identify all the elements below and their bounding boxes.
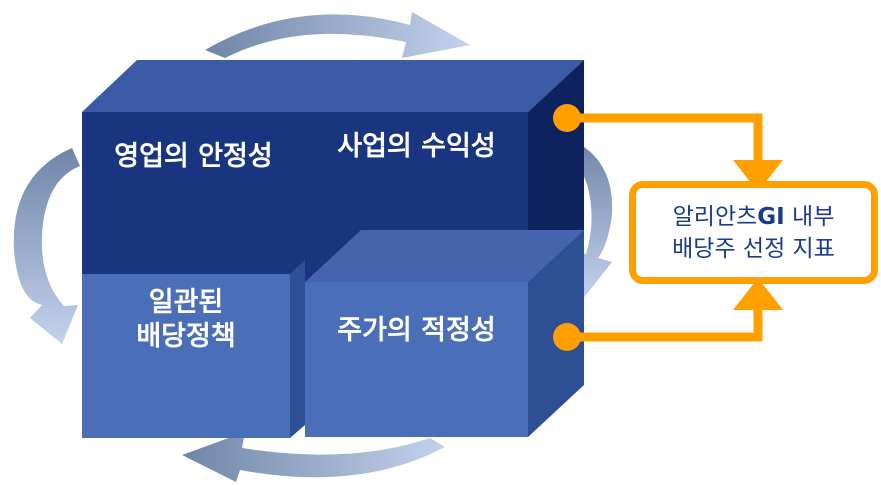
target-line1-suffix: 내부 — [784, 203, 835, 230]
label-operating-stability: 영업의 안정성 — [114, 141, 273, 172]
cycle-arrow-left — [13, 148, 80, 344]
label-stock-price-valuation: 주가의 적정성 — [337, 315, 496, 346]
target-line2: 배당주 선정 지표 — [672, 235, 835, 262]
connector-arrowhead-bottom — [733, 278, 783, 310]
connector-line-bottom — [567, 300, 763, 342]
connector-line-top — [567, 113, 763, 170]
connector-arrowhead-top — [733, 160, 783, 192]
target-box: 알리안츠GI 내부 배당주 선정 지표 — [629, 181, 878, 284]
label-business-profitability: 사업의 수익성 — [337, 131, 496, 162]
block-bottom-right-front — [305, 282, 528, 437]
label-dividend-policy-line2: 배당정책 — [136, 321, 236, 352]
cycle-arrow-bottom — [182, 432, 445, 482]
label-dividend-policy-line1: 일관된 — [148, 287, 224, 318]
label-dividend-policy: 일관된 배당정책 — [82, 286, 290, 354]
block-bottom-left-side-face — [290, 260, 305, 438]
cycle-arrow-top — [205, 12, 470, 58]
block-top-right-top-face — [305, 60, 584, 112]
block-top-left-top-face — [82, 60, 361, 112]
target-line1-prefix: 알리안츠 — [672, 203, 758, 230]
block-bottom-right-top-face — [305, 230, 584, 282]
target-line1-brand: GI — [757, 203, 785, 230]
target-line1: 알리안츠GI 내부 — [673, 201, 835, 233]
block-top-left-front — [82, 112, 305, 274]
block-bottom-left-front — [82, 274, 290, 438]
